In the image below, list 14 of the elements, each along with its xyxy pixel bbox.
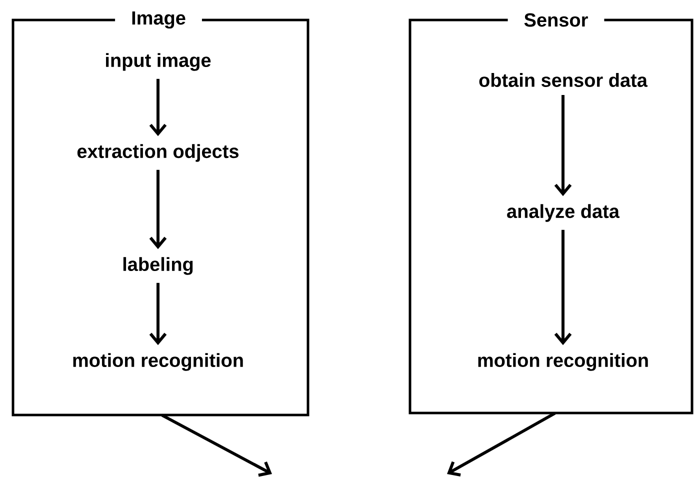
arrow [149, 78, 167, 136]
arrow [447, 412, 556, 476]
step-text: input image [106, 53, 211, 71]
arrow [149, 282, 167, 346]
step-text: extraction odjects [77, 144, 238, 162]
step-text: motion recognition [73, 353, 243, 371]
arrow [554, 94, 572, 196]
step-text: obtain sensor data [479, 73, 648, 87]
step-text: analyze data [507, 204, 620, 222]
step-text: motion recognition [478, 353, 648, 371]
arrow [161, 414, 272, 477]
arrow [554, 230, 572, 346]
step-text: labeling [123, 257, 193, 275]
arrow [149, 170, 167, 250]
